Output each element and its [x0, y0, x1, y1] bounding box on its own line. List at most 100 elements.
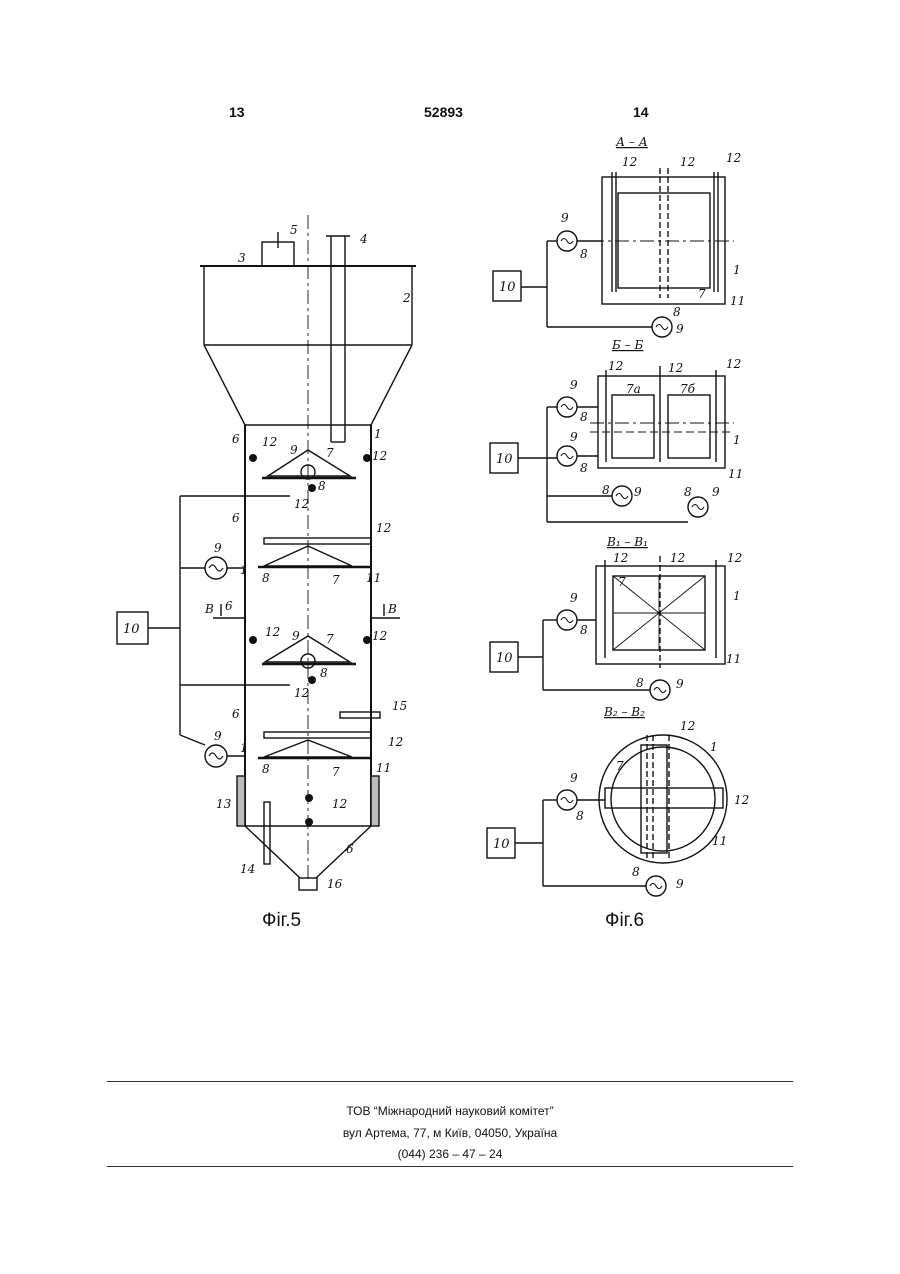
fig5-label-8-a: 8	[318, 479, 326, 493]
fig6-v2-label-8-a: 8	[576, 809, 584, 823]
fig6-section-v2: В₂ – В₂	[603, 705, 645, 719]
fig5-label-12-g: 12	[294, 686, 309, 700]
fig6-b-label-11: 11	[728, 467, 743, 481]
fig5-label-9-d: 9	[214, 729, 222, 743]
fig6-v1-control-block-label: 10	[496, 651, 513, 666]
fig6-v1-label-9-a: 9	[570, 591, 578, 605]
fig6-b-label-8-c: 8	[602, 483, 610, 497]
fig6-v2-label-1: 1	[710, 740, 718, 754]
fig5-label-8-b: 8	[320, 666, 328, 680]
fig5-label-8-d: 8	[262, 762, 270, 776]
fig5-section-mark-left: В	[204, 602, 214, 616]
fig6-b-label-7b: 7б	[680, 382, 696, 396]
fig6-v1-label-8-a: 8	[580, 623, 588, 637]
fig5-label-9-c: 9	[214, 541, 222, 555]
fig6-v2-label-9-a: 9	[570, 771, 578, 785]
fig6-a-label-7: 7	[698, 287, 706, 301]
fig6-v1-label-12-c: 12	[727, 551, 742, 565]
fig5-label-1-low: 1	[240, 741, 248, 755]
fig6-b-label-12-b: 12	[668, 361, 683, 375]
fig5-label-7-a: 7	[326, 446, 334, 460]
fig6-b-label-8-a: 8	[580, 410, 588, 424]
fig6-b-label-9-d: 9	[712, 485, 720, 499]
fig5-label-6-d: 6	[232, 707, 240, 721]
fig6-a-label-8-a: 8	[580, 247, 588, 261]
fig6-b-label-12-a: 12	[608, 359, 623, 373]
fig5-label-7-b: 7	[332, 573, 340, 587]
fig6-caption: Фіг.6	[605, 910, 644, 931]
fig6-v1-label-1: 1	[733, 589, 741, 603]
fig6-b-label-9-a: 9	[570, 378, 578, 392]
fig5-label-6-e: 6	[346, 842, 354, 856]
fig6-v2-control-block-label: 10	[493, 837, 510, 852]
fig5-label-1-top: 1	[374, 427, 382, 441]
fig5-label-11-a: 11	[366, 571, 381, 585]
fig6-a-label-1: 1	[733, 263, 741, 277]
fig5-label-9-a: 9	[290, 443, 298, 457]
fig6-b-label-12-c: 12	[726, 357, 741, 371]
fig6-a-control-block-label: 10	[499, 280, 516, 295]
fig5-label-12-d: 12	[376, 521, 391, 535]
fig5-label-12-b: 12	[372, 449, 387, 463]
fig5-caption: Фіг.5	[262, 910, 301, 931]
fig6-v1-label-11: 11	[726, 652, 741, 666]
footer-divider-bottom	[107, 1166, 793, 1167]
fig6-v1-label-7: 7	[618, 575, 626, 589]
fig5-label-13: 13	[216, 797, 232, 811]
fig5-label-7-d: 7	[332, 765, 340, 779]
fig5-label-6-a: 6	[232, 432, 240, 446]
fig5-label-8-c: 8	[262, 571, 270, 585]
fig6-section-v1: В₁ – В₁	[606, 535, 648, 549]
fig6-v1-label-8-b: 8	[636, 676, 644, 690]
fig5-label-12-a: 12	[262, 435, 277, 449]
fig5-label-6-c: 6	[225, 599, 233, 613]
footer-company: ТОВ “Міжнародний науковий комітет”	[0, 1104, 900, 1118]
fig6-section-b: Б – Б	[611, 338, 643, 352]
fig5-section-mark-right: В	[387, 602, 397, 616]
fig6-v2-label-12-b: 12	[734, 793, 749, 807]
fig5-label-5: 5	[290, 223, 298, 237]
fig5-label-1-mid: 1	[240, 563, 248, 577]
fig6-drawing	[487, 168, 734, 896]
fig6-a-label-12-c: 12	[726, 151, 741, 165]
footer-phone: (044) 236 – 47 – 24	[0, 1147, 900, 1161]
fig5-control-block-label: 10	[123, 622, 140, 637]
fig6-b-label-9-c: 9	[634, 485, 642, 499]
fig6-v2-label-11: 11	[712, 834, 727, 848]
fig6-b-label-7a: 7а	[626, 382, 641, 396]
fig6-v1-label-12-b: 12	[670, 551, 685, 565]
fig6-a-label-9-b: 9	[676, 322, 684, 336]
fig5-label-11-b: 11	[376, 761, 391, 775]
fig5-drawing	[117, 215, 416, 890]
fig5-label-12-h: 12	[388, 735, 403, 749]
fig5-label-14: 14	[240, 862, 255, 876]
fig5-label-3: 3	[238, 251, 246, 265]
fig6-v2-label-8-b: 8	[632, 865, 640, 879]
fig6-v1-label-12-a: 12	[613, 551, 628, 565]
fig6-a-label-12-b: 12	[680, 155, 695, 169]
fig5-label-2: 2	[402, 291, 411, 305]
fig5-label-7-c: 7	[326, 632, 334, 646]
fig5-label-6-b: 6	[232, 511, 240, 525]
fig6-b-label-8-b: 8	[580, 461, 588, 475]
fig6-v2-label-7: 7	[616, 759, 624, 773]
fig5-label-16: 16	[327, 877, 343, 891]
fig6-a-label-12-a: 12	[622, 155, 637, 169]
fig6-v1-label-9-b: 9	[676, 677, 684, 691]
fig6-a-label-11: 11	[730, 294, 745, 308]
fig5-label-12-e: 12	[265, 625, 280, 639]
footer-divider-top	[107, 1081, 793, 1082]
fig6-a-label-9-a: 9	[561, 211, 569, 225]
fig6-v2-label-12-a: 12	[680, 719, 695, 733]
fig6-b-control-block-label: 10	[496, 452, 513, 467]
fig6-section-a: А – А	[615, 135, 648, 149]
fig6-b-label-8-d: 8	[684, 485, 692, 499]
fig6-v2-label-9-b: 9	[676, 877, 684, 891]
fig6-b-label-9-b: 9	[570, 430, 578, 444]
fig5-label-12-f: 12	[372, 629, 387, 643]
fig5-label-9-b: 9	[292, 629, 300, 643]
fig6-b-label-1: 1	[733, 433, 741, 447]
fig5-label-15: 15	[392, 699, 407, 713]
fig5-label-12-i: 12	[332, 797, 347, 811]
fig5-label-4: 4	[359, 232, 368, 246]
